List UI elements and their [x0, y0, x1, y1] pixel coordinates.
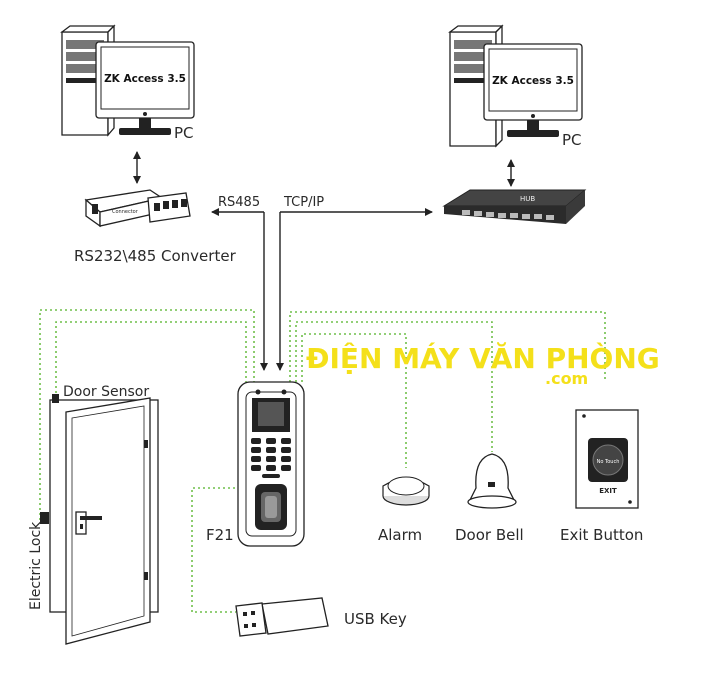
door-bell: Door Bell — [455, 453, 524, 544]
pc-left-screen-text: ZK Access 3.5 — [104, 73, 186, 85]
pc-monitor-right: ZK Access 3.5 — [483, 43, 583, 137]
electric-lock — [40, 512, 49, 524]
terminal-keypad — [251, 438, 291, 478]
alarm: Alarm — [378, 476, 430, 544]
exit-button-label: Exit Button — [560, 526, 643, 544]
network-hub: HUB — [442, 189, 587, 224]
door-panel — [65, 397, 151, 645]
exit-touch-text: No Touch — [597, 459, 620, 465]
pc-monitor-left: ZK Access 3.5 — [95, 41, 195, 135]
hub-brand: HUB — [520, 195, 535, 203]
rs485-label: RS485 — [218, 195, 260, 210]
watermark-main: ĐIỆN MÁY VĂN PHÒNG — [306, 341, 660, 375]
door-sensor-label: Door Sensor — [63, 384, 149, 400]
door-sensor — [52, 394, 59, 403]
exit-button: No Touch EXIT Exit Button — [560, 409, 643, 544]
dotted-wiring — [39, 309, 606, 613]
watermark-sub: .com — [545, 369, 588, 388]
pc-right: ZK Access 3.5 PC — [448, 24, 583, 149]
door: Door Sensor Electric Lock — [28, 384, 159, 645]
electric-lock-label: Electric Lock — [28, 521, 44, 610]
usb-key: USB Key — [235, 597, 407, 637]
f21-terminal: F21 — [206, 381, 305, 547]
usb-key-label: USB Key — [344, 610, 407, 628]
terminal-label: F21 — [206, 526, 234, 544]
pc-right-screen-text: ZK Access 3.5 — [492, 75, 574, 87]
door-handle — [75, 511, 102, 535]
pc-left: ZK Access 3.5 PC — [60, 24, 195, 142]
door-bell-label: Door Bell — [455, 526, 524, 544]
pc-right-label: PC — [562, 131, 582, 149]
converter-small-text: Connector — [112, 209, 139, 215]
comm-lines: RS485 TCP/IP — [211, 195, 433, 371]
alarm-label: Alarm — [378, 526, 422, 544]
fingerprint-sensor — [255, 484, 287, 530]
watermark: ĐIỆN MÁY VĂN PHÒNG .com — [306, 341, 660, 388]
pc-left-label: PC — [174, 124, 194, 142]
converter-label: RS232\485 Converter — [74, 247, 237, 265]
rs232-485-converter: Connector RS232\485 Converter — [74, 189, 237, 265]
exit-text: EXIT — [599, 487, 617, 495]
tcpip-label: TCP/IP — [283, 195, 324, 210]
